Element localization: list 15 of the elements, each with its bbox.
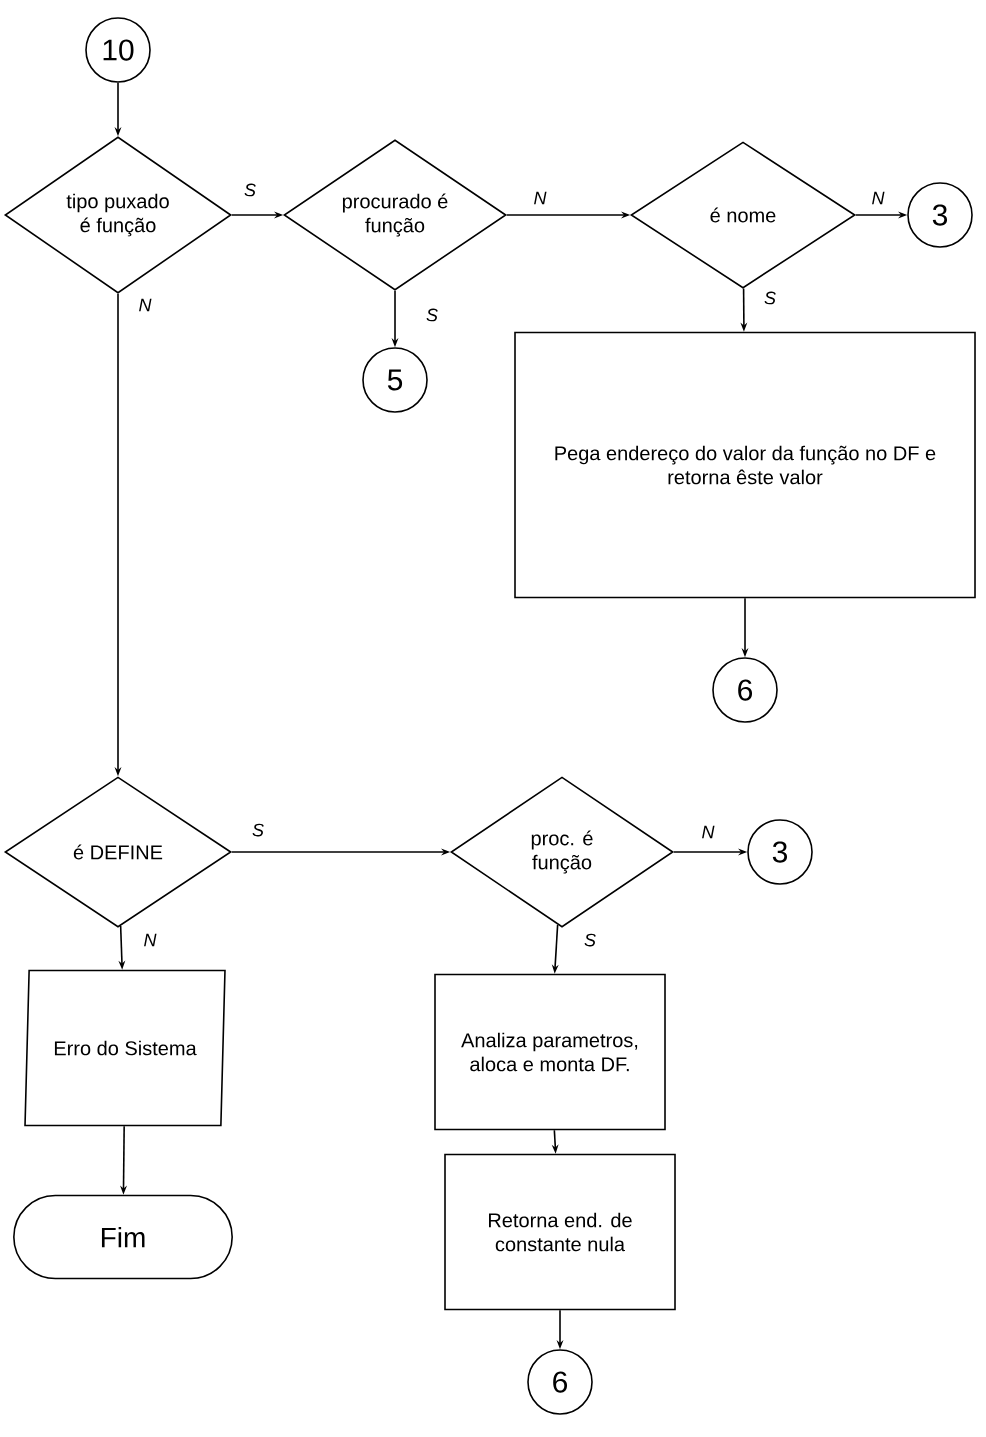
process-box: Analiza parametros, aloca e monta DF. xyxy=(434,973,666,1131)
io-parallelogram: Erro do Sistema xyxy=(24,969,226,1127)
edge-label: N xyxy=(137,297,153,313)
edge-label: S xyxy=(243,182,257,198)
edge-label: N xyxy=(700,824,716,840)
edge-label: N xyxy=(870,190,886,206)
edge-label: S xyxy=(583,932,597,948)
edge-label: S xyxy=(251,822,265,838)
edge-label: S xyxy=(763,290,777,306)
edge-label: N xyxy=(142,932,158,948)
edge-label: N xyxy=(532,190,548,206)
terminal-box: Fim xyxy=(13,1194,233,1280)
process-box: Pega endereço do valor da função no DF e retorna êste valor xyxy=(514,331,976,599)
edge-label: S xyxy=(425,307,439,323)
process-box: Retorna end. de constante nula xyxy=(444,1153,676,1311)
